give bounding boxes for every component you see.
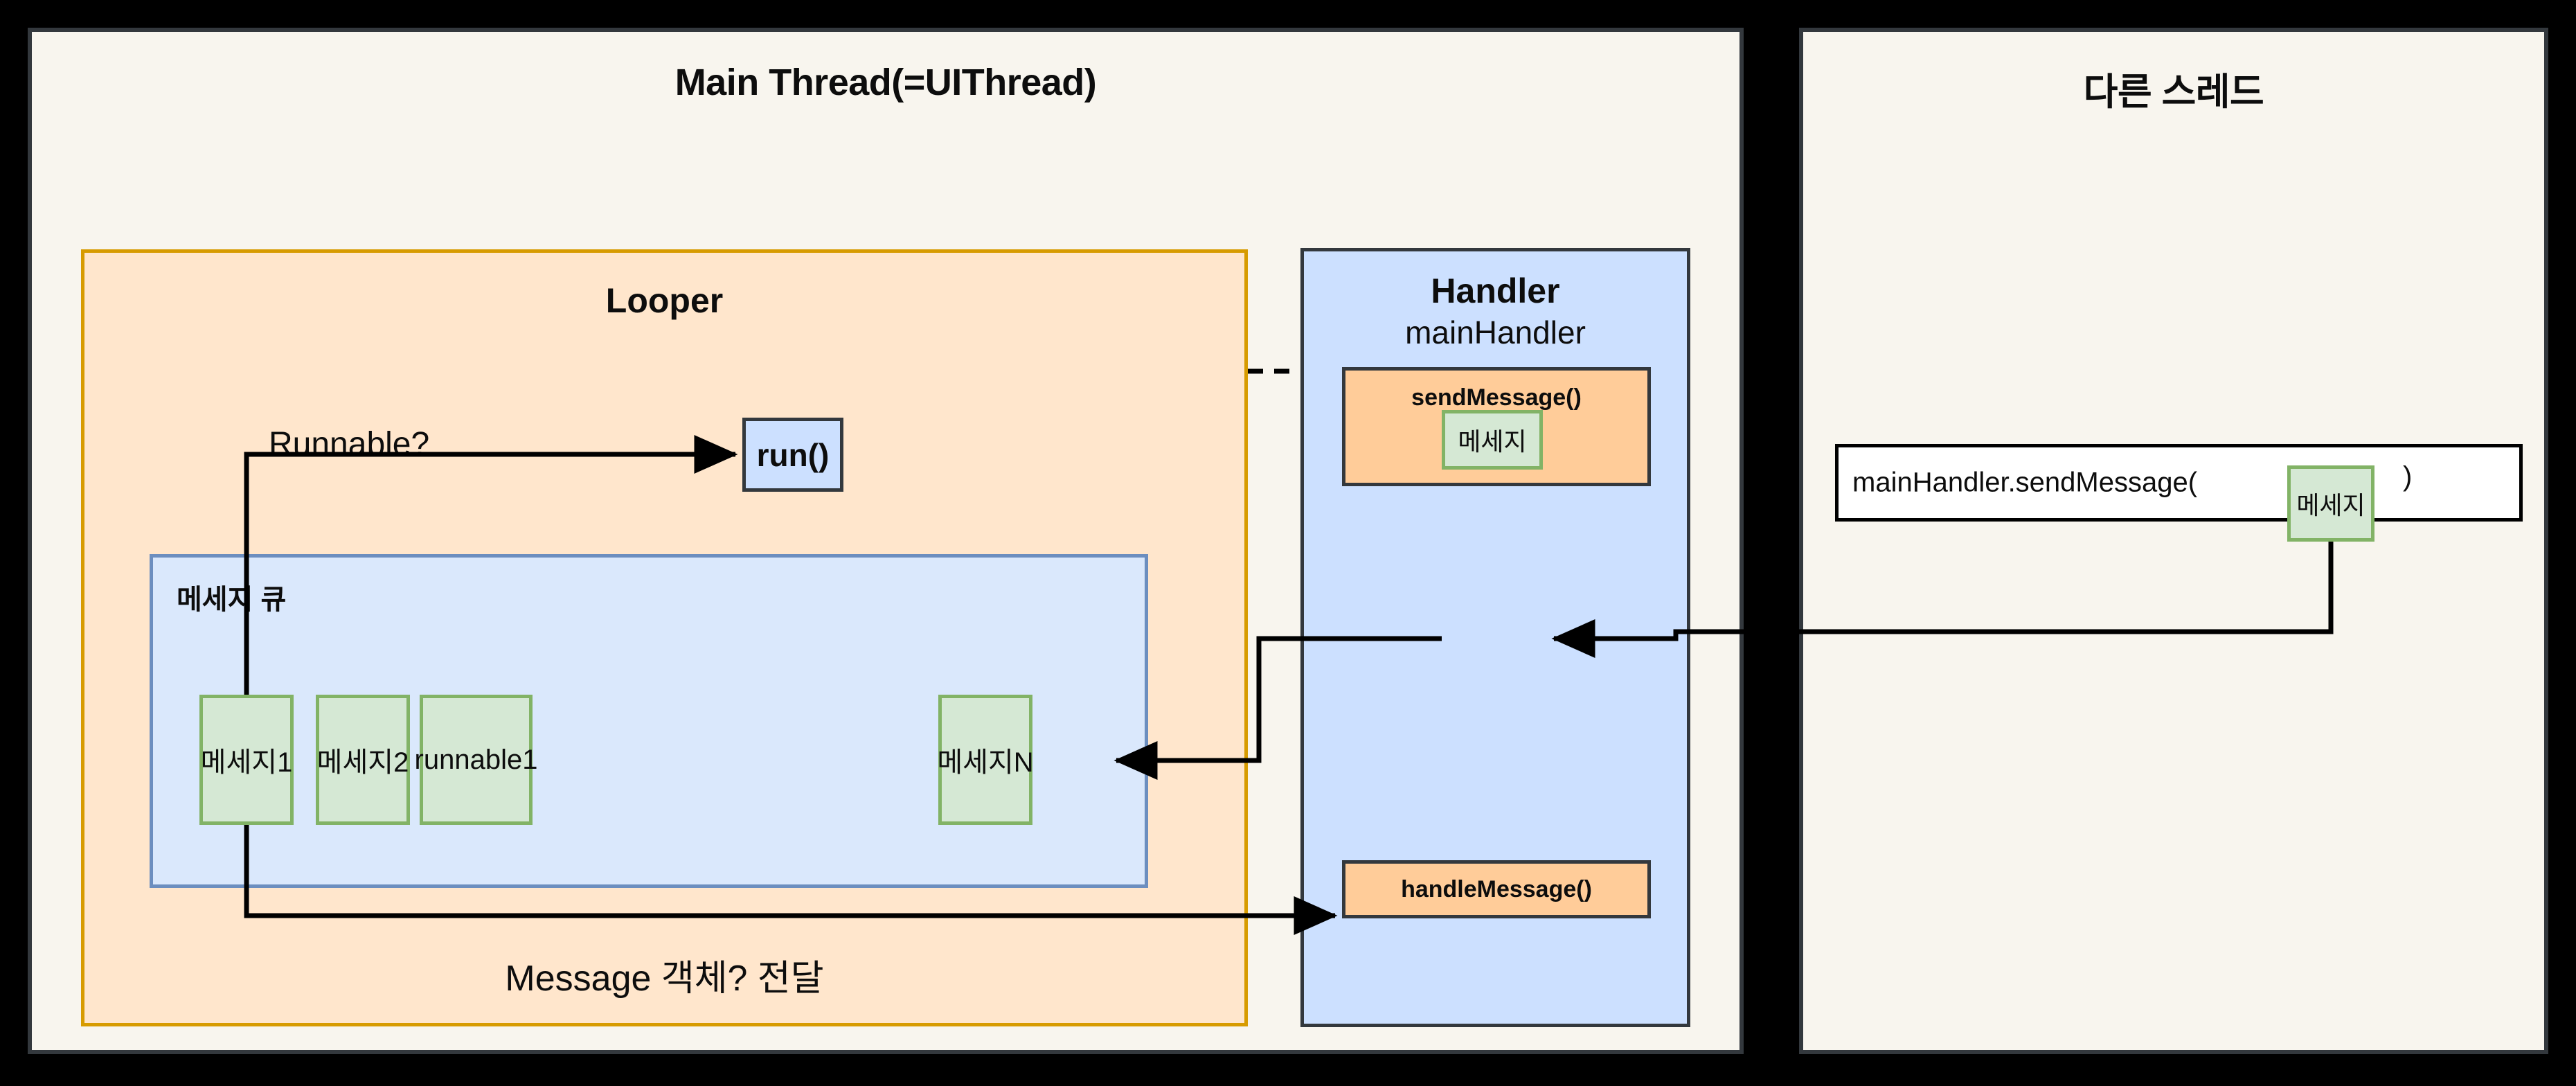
run-method-box[interactable]: run()	[742, 418, 843, 492]
code-close-paren: )	[2403, 461, 2413, 492]
queue-item-message2[interactable]: 메세지2	[316, 695, 410, 825]
looper-title: Looper	[605, 281, 724, 320]
queue-item-runnable1[interactable]: runnable1	[415, 695, 537, 825]
message-delivery-label: Message 객체? 전달	[505, 959, 824, 999]
message-queue-label: 메세지 큐	[177, 585, 287, 615]
handler-title: Handler	[1431, 272, 1560, 310]
send-message-payload[interactable]: 메세지	[1442, 410, 1543, 470]
send-message-label: sendMessage()	[1411, 384, 1582, 411]
code-call-text: mainHandler.sendMessage(	[1852, 467, 2198, 498]
other-thread-title: 다른 스레드	[2083, 71, 2264, 113]
main-thread-title: Main Thread(=UIThread)	[674, 62, 1097, 103]
runnable-question-label: Runnable?	[269, 426, 430, 463]
handle-message-box[interactable]: handleMessage()	[1342, 860, 1651, 918]
queue-item-message1[interactable]: 메세지1	[199, 695, 294, 825]
code-call-box: mainHandler.sendMessage(	[1835, 444, 2523, 522]
queue-item-messageN[interactable]: 메세지N	[937, 695, 1034, 825]
code-message-argument[interactable]: 메세지	[2287, 465, 2374, 542]
handler-instance-name: mainHandler	[1405, 314, 1586, 350]
other-thread-panel: 다른 스레드	[1799, 28, 2548, 1054]
